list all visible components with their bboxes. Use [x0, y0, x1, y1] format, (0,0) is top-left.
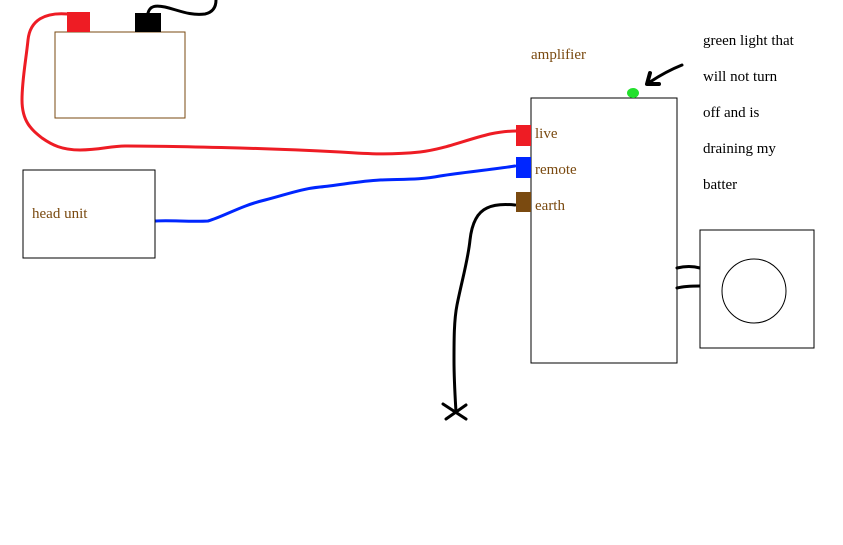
note-line: off and is: [703, 105, 760, 121]
earth-wire: [452, 202, 517, 414]
arrow-head: [645, 71, 661, 86]
note-line: green light that: [703, 33, 794, 49]
live-wire: [20, 12, 518, 156]
speaker-cone: [721, 258, 787, 324]
speaker-wire-bottom: [675, 284, 702, 290]
amplifier-label: amplifier: [531, 47, 586, 63]
terminal-remote-label: remote: [535, 162, 577, 178]
remote-wire: [154, 164, 517, 223]
note-line: batter: [703, 177, 738, 193]
note-line: will not turn: [703, 69, 778, 85]
terminal-earth-label: earth: [535, 198, 565, 214]
battery-ground-wire: [146, 0, 218, 16]
terminal-earth: [516, 192, 531, 212]
amplifier-box: [530, 97, 678, 364]
green-indicator-light: [627, 88, 639, 98]
speaker-wire-top: [675, 265, 702, 270]
battery-positive-terminal: [67, 12, 90, 32]
earth-ground-mark: [441, 402, 468, 421]
arrow-pointer: [648, 63, 684, 84]
head-unit-box: [22, 169, 156, 259]
battery-negative-terminal: [135, 13, 161, 32]
terminal-remote: [516, 157, 531, 178]
battery-box: [54, 31, 186, 119]
head-unit-label: head unit: [32, 206, 88, 222]
terminal-live: [516, 125, 531, 146]
terminal-live-label: live: [535, 126, 558, 142]
note-line: draining my: [703, 141, 776, 157]
